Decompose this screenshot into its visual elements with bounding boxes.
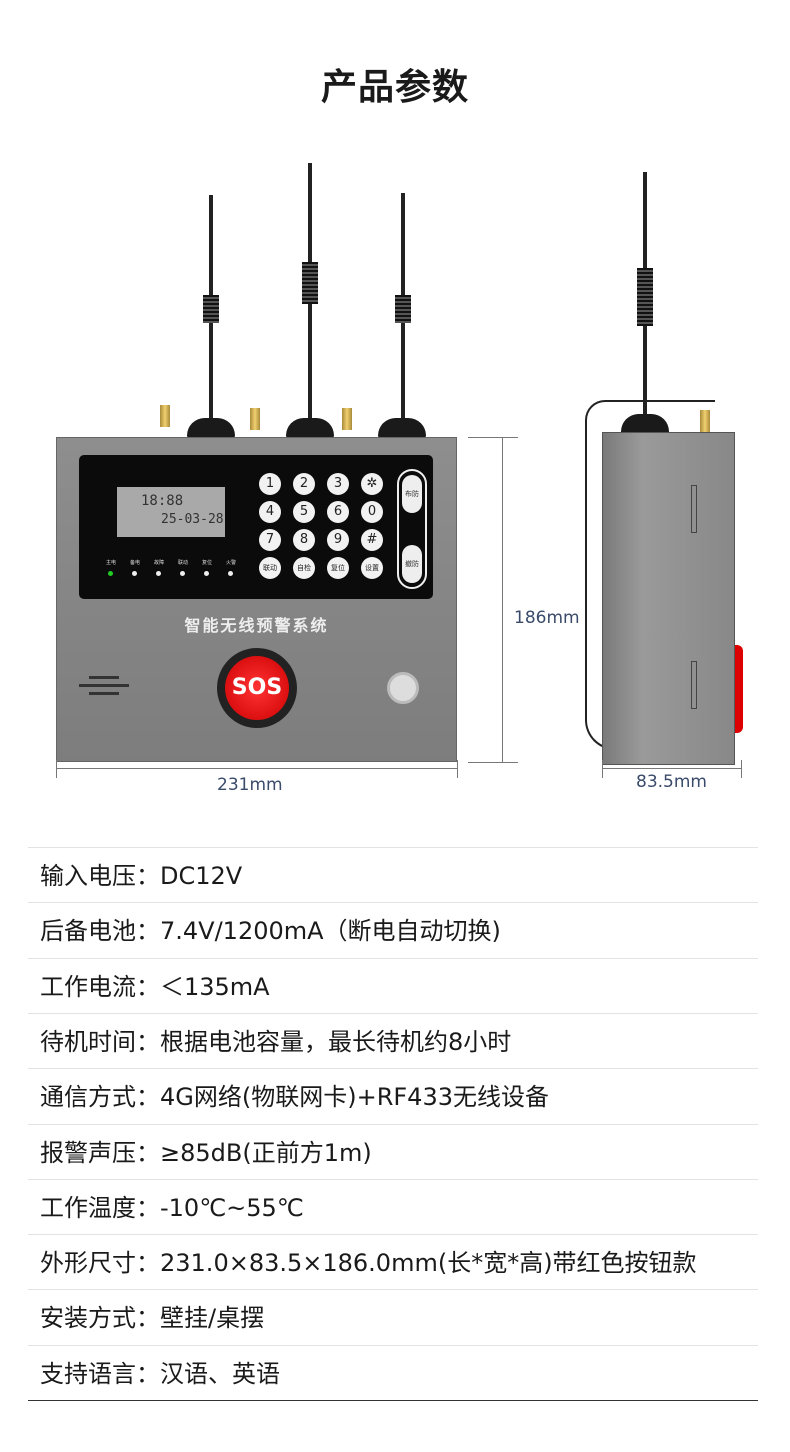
status-led	[228, 571, 233, 576]
spec-value: -10℃~55℃	[160, 1193, 304, 1222]
status-led	[132, 571, 137, 576]
status-led	[108, 571, 113, 576]
depth-dimension: 83.5mm	[636, 772, 707, 792]
spec-label: 支持语言：	[40, 1359, 160, 1388]
sos-button-side	[735, 645, 743, 733]
function-key[interactable]: 复位	[327, 557, 349, 579]
status-led	[204, 571, 209, 576]
spec-row: 安装方式：壁挂/桌摆	[28, 1289, 758, 1345]
led-label: 复位	[201, 560, 212, 566]
led-label: 主电	[105, 560, 116, 566]
spec-label: 通信方式：	[40, 1083, 160, 1112]
keypad-key[interactable]: 0	[361, 501, 383, 523]
lcd-date: 25-03-28	[161, 512, 224, 527]
spec-value: ＜135mA	[160, 972, 270, 1001]
page-title: 产品参数	[320, 67, 469, 108]
arm-disarm-group: 布防 撤防	[397, 469, 427, 589]
alarm-host-side	[602, 432, 735, 765]
spec-row: 外形尺寸：231.0×83.5×186.0mm(长*宽*高)带红色按钮款	[28, 1234, 758, 1290]
led-label: 备电	[129, 560, 140, 566]
function-key[interactable]: 联动	[259, 557, 281, 579]
keypad-key[interactable]: 7	[259, 529, 281, 551]
spec-value: DC12V	[160, 862, 243, 890]
keypad-key[interactable]: #	[361, 529, 383, 551]
spec-label: 工作电流：	[40, 972, 160, 1001]
spec-label: 待机时间：	[40, 1027, 160, 1056]
disarm-button[interactable]: 撤防	[402, 545, 422, 583]
keypad-key[interactable]: 5	[293, 501, 315, 523]
keypad-key[interactable]: 3	[327, 473, 349, 495]
spec-label: 安装方式：	[40, 1304, 160, 1333]
spec-value: 4G网络(物联网卡)+RF433无线设备	[160, 1083, 549, 1112]
status-led	[156, 571, 161, 576]
spec-label: 报警声压：	[40, 1138, 160, 1167]
keypad-key[interactable]: 9	[327, 529, 349, 551]
spec-label: 外形尺寸：	[40, 1249, 160, 1278]
height-dimension: 186mm	[514, 608, 580, 628]
spec-value: ≥85dB(正前方1m)	[160, 1138, 372, 1167]
keypad-key[interactable]: 6	[327, 501, 349, 523]
led-label: 故障	[153, 560, 164, 566]
speaker-grille-icon	[79, 676, 129, 695]
status-led	[180, 571, 185, 576]
spec-value: 汉语、英语	[160, 1359, 280, 1388]
keypad-key[interactable]: ✲	[361, 473, 383, 495]
spec-row: 支持语言：汉语、英语	[28, 1344, 758, 1401]
spec-label: 后备电池：	[40, 917, 160, 946]
sos-button[interactable]: SOS	[217, 648, 297, 728]
keypad-key[interactable]: 2	[293, 473, 315, 495]
led-label: 联动	[177, 560, 188, 566]
spec-row: 后备电池：7.4V/1200mA（断电自动切换)	[28, 902, 758, 958]
keypad-key[interactable]: 8	[293, 529, 315, 551]
keypad-key[interactable]: 1	[259, 473, 281, 495]
spec-value: 7.4V/1200mA（断电自动切换)	[160, 917, 501, 946]
width-dimension: 231mm	[217, 775, 283, 795]
spec-row: 报警声压：≥85dB(正前方1m)	[28, 1123, 758, 1180]
spec-row: 待机时间：根据电池容量，最长待机约8小时	[28, 1012, 758, 1069]
lcd-time: 18:88	[141, 493, 184, 509]
spec-value: 壁挂/桌摆	[160, 1304, 265, 1333]
led-label: 火警	[225, 560, 236, 566]
spec-value: 根据电池容量，最长待机约8小时	[160, 1027, 512, 1056]
arm-button[interactable]: 布防	[402, 475, 422, 513]
spec-label: 工作温度：	[40, 1193, 160, 1222]
brand-label: 智能无线预警系统	[184, 616, 329, 635]
function-key[interactable]: 设置	[361, 557, 383, 579]
spec-label: 输入电压：	[40, 862, 160, 890]
spec-row: 工作温度：-10℃~55℃	[28, 1178, 758, 1235]
function-key[interactable]: 自检	[293, 557, 315, 579]
key-lock-icon[interactable]	[387, 672, 419, 704]
spec-row: 输入电压：DC12V	[28, 847, 758, 903]
keypad-key[interactable]: 4	[259, 501, 281, 523]
lcd-display: 18:88 25-03-28	[117, 487, 225, 537]
spec-row: 通信方式：4G网络(物联网卡)+RF433无线设备	[28, 1068, 758, 1124]
spec-row: 工作电流：＜135mA	[28, 957, 758, 1014]
spec-value: 231.0×83.5×186.0mm(长*宽*高)带红色按钮款	[160, 1249, 697, 1278]
